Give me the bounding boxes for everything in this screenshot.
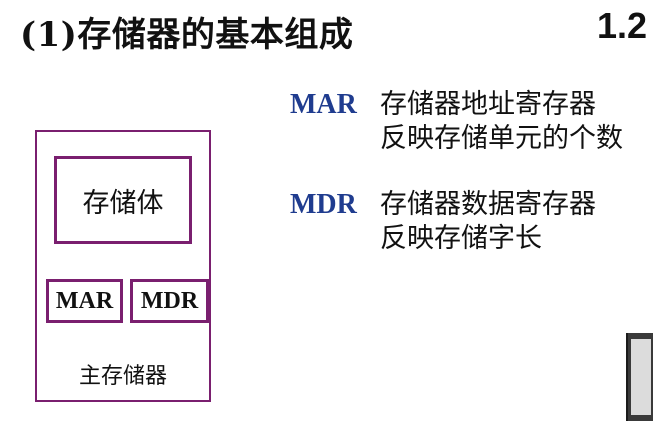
mdr-term: MDR — [290, 188, 380, 222]
mdr-description-line2: 反映存储字长 — [290, 222, 596, 256]
mar-term: MAR — [290, 88, 380, 122]
mar-meaning: 反映存储单元的个数 — [380, 123, 623, 154]
mar-definition: 存储器地址寄存器 — [380, 89, 596, 120]
mdr-meaning: 反映存储字长 — [380, 223, 542, 254]
video-thumbnail-edge — [626, 333, 653, 421]
slide-title: (1)存储器的基本组成 — [20, 18, 353, 52]
mdr-definition: 存储器数据寄存器 — [380, 189, 596, 220]
storage-body-box: 存储体 — [54, 156, 192, 244]
video-thumbnail-inner — [631, 339, 651, 415]
mar-register-box: MAR — [46, 279, 123, 323]
mar-description-line2: 反映存储单元的个数 — [290, 122, 623, 156]
section-number: 1.2 — [597, 8, 647, 44]
main-memory-label: 主存储器 — [68, 358, 178, 390]
mdr-register-box: MDR — [130, 279, 209, 323]
